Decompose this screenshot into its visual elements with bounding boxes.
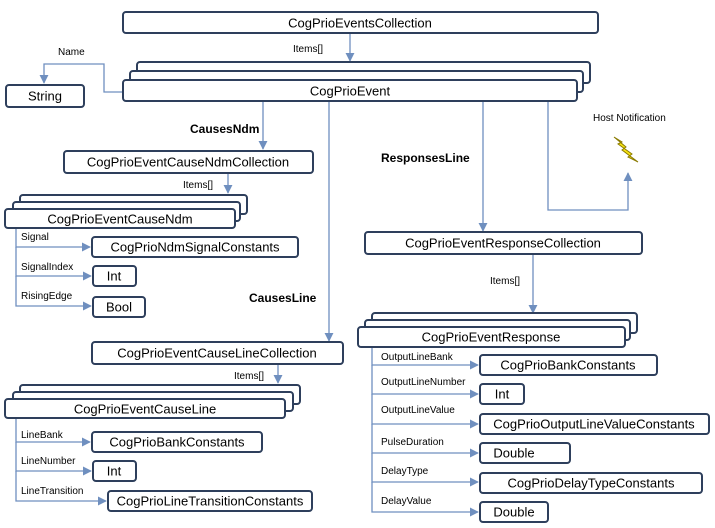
label-causes-ndm: CausesNdm (190, 122, 259, 136)
label-causes-line: CausesLine (249, 291, 317, 305)
node-cause-line (4, 398, 286, 419)
connector-line-transition (15, 471, 107, 506)
text-string: String (28, 89, 62, 104)
text-event: CogPrioEvent (310, 84, 391, 99)
label-items-ndm: Items[] (183, 180, 213, 191)
node-output-line-value-constants (479, 413, 710, 435)
text-events-collection: CogPrioEventsCollection (288, 16, 432, 31)
node-double-delay (479, 501, 549, 523)
node-bool-rising-edge (92, 296, 146, 318)
text-bank-constants-resp: CogPrioBankConstants (500, 358, 636, 373)
node-string (5, 84, 85, 108)
node-int-signal-index (92, 265, 137, 287)
label-output-line-bank: OutputLineBank (381, 352, 454, 363)
text-int-line-number: Int (107, 464, 122, 479)
node-cause-line-collection (91, 341, 344, 365)
node-bank-constants-line (91, 431, 263, 453)
text-double-pulse: Double (493, 446, 534, 461)
label-items-resp: Items[] (490, 276, 520, 287)
label-output-line-number: OutputLineNumber (381, 377, 466, 388)
text-line-transition-constants: CogPrioLineTransitionConstants (117, 494, 304, 509)
node-cause-ndm-collection (63, 150, 314, 174)
lightning-bolt-icon (613, 136, 639, 163)
label-items-line: Items[] (234, 371, 264, 382)
label-delay-value: DelayValue (381, 496, 432, 507)
text-ndm-signal-constants: CogPrioNdmSignalConstants (110, 240, 280, 255)
node-int-output-line-number (479, 383, 525, 405)
text-bool-rising-edge: Bool (106, 300, 132, 315)
text-int-signal-index: Int (107, 269, 122, 284)
connector-name-string (39, 63, 124, 93)
label-items-top: Items[] (293, 44, 323, 55)
node-ndm-signal-constants (91, 236, 299, 258)
text-cause-line: CogPrioEventCauseLine (74, 402, 216, 417)
text-double-delay: Double (493, 505, 534, 520)
node-double-pulse (479, 442, 571, 464)
label-signal-index: SignalIndex (21, 262, 73, 273)
node-events-collection (122, 11, 599, 34)
label-responses-line: ResponsesLine (381, 151, 470, 165)
connectors (15, 34, 633, 517)
connector-host-notification (547, 102, 633, 211)
node-cause-ndm (4, 208, 236, 229)
node-line-transition-constants (107, 490, 313, 512)
node-int-line-number (92, 460, 137, 482)
node-delay-type-constants (479, 472, 703, 494)
text-cause-ndm: CogPrioEventCauseNdm (47, 212, 192, 227)
label-line-bank: LineBank (21, 430, 64, 441)
text-response-collection: CogPrioEventResponseCollection (405, 236, 601, 251)
text-cause-ndm-collection: CogPrioEventCauseNdmCollection (87, 155, 289, 170)
label-line-number: LineNumber (21, 456, 76, 467)
label-signal: Signal (21, 232, 49, 243)
text-output-line-value-constants: CogPrioOutputLineValueConstants (493, 417, 695, 432)
node-bank-constants-resp (479, 354, 658, 376)
text-bank-constants-line: CogPrioBankConstants (109, 435, 245, 450)
label-name: Name (58, 47, 85, 58)
label-pulse-duration: PulseDuration (381, 437, 444, 448)
label-rising-edge: RisingEdge (21, 291, 73, 302)
connector-rising-edge (15, 276, 92, 311)
label-line-transition: LineTransition (21, 486, 83, 497)
text-delay-type-constants: CogPrioDelayTypeConstants (508, 476, 675, 491)
text-cause-line-collection: CogPrioEventCauseLineCollection (117, 346, 316, 361)
label-host-notification: Host Notification (593, 113, 666, 124)
connector-delay-value (371, 482, 479, 517)
text-int-output-line-number: Int (495, 387, 510, 402)
node-response (357, 326, 626, 348)
text-response: CogPrioEventResponse (422, 330, 561, 345)
node-event (122, 79, 578, 102)
label-output-line-value: OutputLineValue (381, 405, 455, 416)
label-delay-type: DelayType (381, 466, 429, 477)
node-response-collection (364, 231, 643, 255)
